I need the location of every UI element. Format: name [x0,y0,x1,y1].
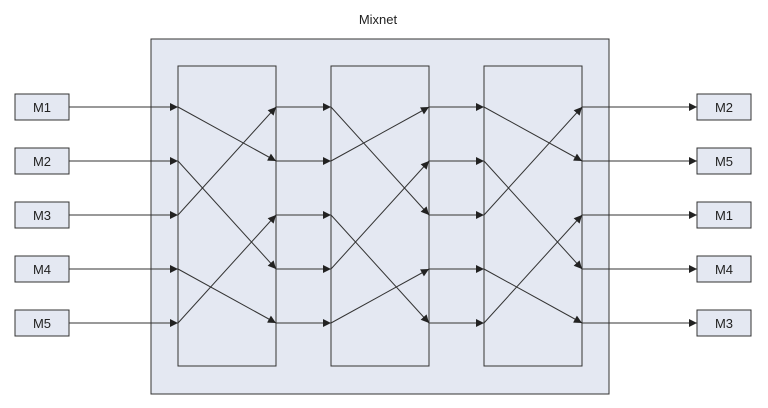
input-node-box [14,147,70,175]
stage-3-wire [483,106,583,216]
input-node-box [14,255,70,283]
input-node-label: M5 [33,316,51,331]
output-node-box [696,147,752,175]
input-node-box [14,93,70,121]
mix-stage-2 [330,65,430,367]
stage-1-wire [177,214,277,324]
stage-3-wire [483,214,583,324]
output-node-label: M3 [715,316,733,331]
stage-3-wire [483,160,583,270]
stage-3-wire [483,268,583,324]
stage-2-wire [330,106,430,162]
stage-2-wire [330,160,430,270]
mix-stage-3 [483,65,583,367]
output-node-label: M5 [715,154,733,169]
stage-2-wire [330,214,430,324]
output-node-box [696,201,752,229]
input-node-label: M2 [33,154,51,169]
stage-3-wire [483,106,583,162]
stage-1-wire [177,106,277,216]
input-node-label: M3 [33,208,51,223]
output-node-label: M1 [715,208,733,223]
stage-1-wire [177,268,277,324]
stage-2-wire [330,106,430,216]
output-node-box [696,255,752,283]
input-node-box [14,201,70,229]
diagram-title: Mixnet [358,12,398,27]
input-node-label: M4 [33,262,51,277]
stage-2-wire [330,268,430,324]
stage-1-wire [177,106,277,162]
output-node-label: M2 [715,100,733,115]
input-node-box [14,309,70,337]
output-node-label: M4 [715,262,733,277]
output-node-box [696,93,752,121]
input-node-label: M1 [33,100,51,115]
mix-stage-1 [177,65,277,367]
output-node-box [696,309,752,337]
stage-1-wire [177,160,277,270]
